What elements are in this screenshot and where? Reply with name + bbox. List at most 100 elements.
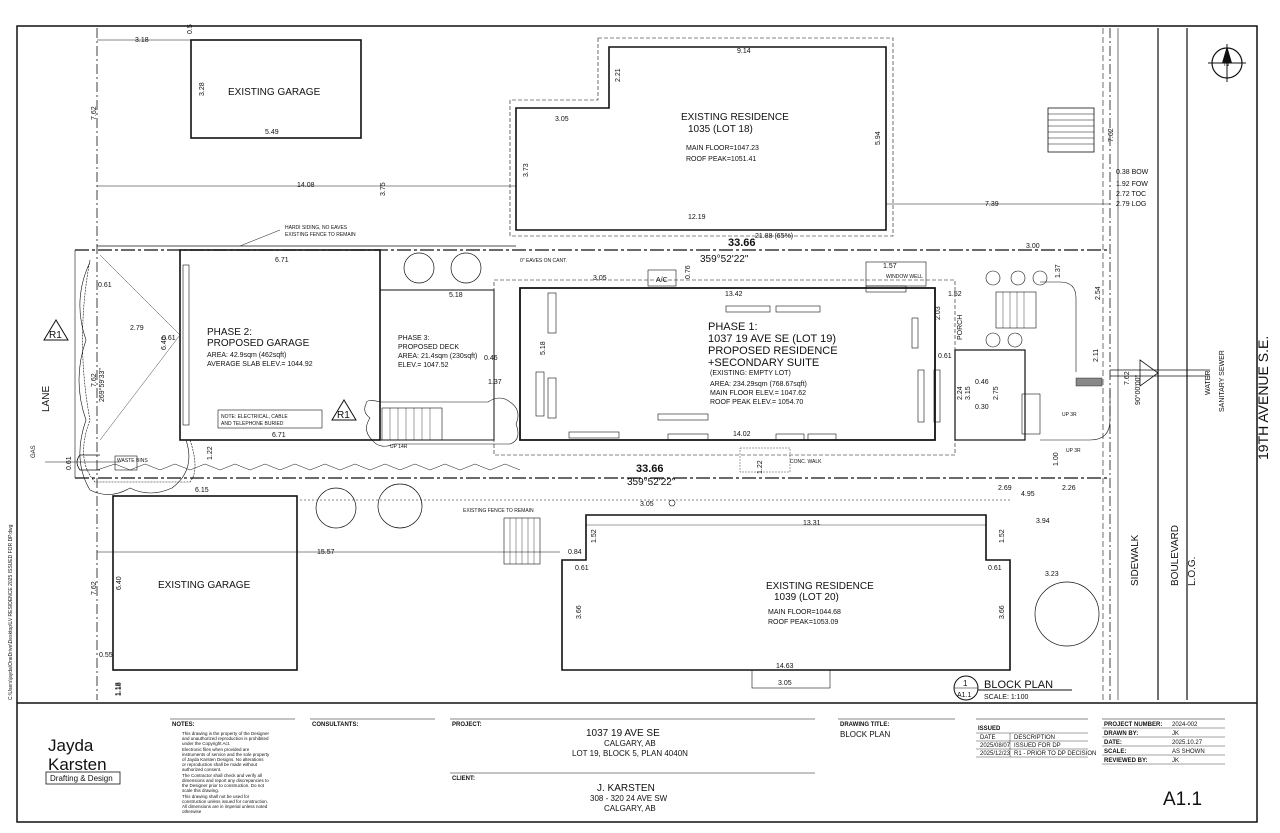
tree-icons-bottom bbox=[315, 483, 1100, 647]
phase2-line2: PROPOSED GARAGE bbox=[207, 338, 310, 349]
dim-0-61-b: 0.61 bbox=[162, 335, 176, 342]
revision-r1-a: R1 bbox=[49, 330, 62, 341]
log-label: L.O.G. bbox=[1187, 557, 1198, 586]
sidewalk-label: SIDEWALK bbox=[1130, 534, 1141, 586]
meta-label: REVIEWED BY: bbox=[1104, 758, 1148, 764]
tree-icons-top bbox=[403, 252, 482, 284]
client-heading: CLIENT: bbox=[452, 776, 475, 782]
dim-1-37-b: 1.37 bbox=[488, 379, 502, 386]
bearing-left: 269°59'33" bbox=[98, 368, 106, 402]
revision-r1-b: R1 bbox=[337, 410, 350, 421]
north-arrow-icon: N bbox=[1208, 44, 1246, 82]
dim-0-46: 0.46 bbox=[975, 379, 989, 386]
dim-1-37: 1.37 bbox=[1055, 264, 1062, 278]
dim-0-61-d: 0.61 bbox=[938, 353, 952, 360]
note-line: The Contractor shall check and verify al… bbox=[182, 773, 262, 778]
dim-3-28: 3.28 bbox=[199, 82, 206, 96]
dim-3-05-a: 3.05 bbox=[555, 116, 569, 123]
dim-2-26: 2.26 bbox=[1062, 485, 1076, 492]
note-line: Electronic files when provided are bbox=[182, 747, 250, 752]
dim-4-95: 4.95 bbox=[1021, 491, 1035, 498]
lot18-fence-note: EXISTING FENCE TO REMAIN bbox=[285, 232, 356, 238]
note-line: under the Copyright Act. bbox=[182, 741, 230, 746]
phase1-line2: 1037 19 AVE SE (LOT 19) bbox=[708, 333, 836, 345]
meta-label: PROJECT NUMBER: bbox=[1104, 722, 1162, 728]
lot20-res-name: EXISTING RESIDENCE bbox=[766, 581, 874, 592]
dim-7-39: 7.39 bbox=[985, 201, 999, 208]
lot-19: PHASE 2: PROPOSED GARAGE AREA: 42.9sqm (… bbox=[66, 243, 1111, 498]
note-line: All dimensions are in imperial unless no… bbox=[182, 804, 268, 809]
dim-3-73: 3.73 bbox=[523, 163, 530, 177]
dim-6-40-b: 6.40 bbox=[116, 576, 123, 590]
dim-toc: 2.72 TOC bbox=[1116, 191, 1146, 198]
note-line: dimensions and report any discrepancies … bbox=[182, 778, 269, 783]
lot20-fence-note: EXISTING FENCE TO REMAIN bbox=[463, 508, 534, 514]
dim-3-23: 3.23 bbox=[1045, 571, 1059, 578]
phase1-line3: PROPOSED RESIDENCE bbox=[708, 345, 838, 357]
issued-heading: ISSUED bbox=[978, 726, 1001, 732]
lot20-roof-peak: ROOF PEAK=1053.09 bbox=[768, 619, 838, 626]
lot18-hardi-note: HARDI SIDING, NO EAVES bbox=[285, 225, 348, 231]
consultants-heading: CONSULTANTS: bbox=[312, 722, 358, 728]
issued-col-desc: DESCRIPTION bbox=[1014, 735, 1055, 741]
lane-label: LANE bbox=[41, 386, 52, 412]
lot20-main-floor: MAIN FLOOR=1044.68 bbox=[768, 609, 841, 616]
drawing-title: BLOCK PLAN bbox=[840, 730, 890, 739]
meta-value: JK bbox=[1172, 731, 1179, 737]
note-line: instruments of service and the sole prop… bbox=[182, 752, 270, 757]
stair-up-3r-b: UP 3R bbox=[1066, 448, 1081, 454]
issued-row-date: 2025/12/23 bbox=[980, 751, 1011, 757]
lot18-res-name: EXISTING RESIDENCE bbox=[681, 112, 789, 123]
dim-3-05-b: 3.05 bbox=[593, 275, 607, 282]
dim-12-19: 12.19 bbox=[688, 214, 706, 221]
bearing-right: 90°00'00" bbox=[1134, 375, 1142, 405]
drawing-title-heading: DRAWING TITLE: bbox=[840, 722, 889, 728]
dim-5-49: 5.49 bbox=[265, 129, 279, 136]
dim-14-02: 14.02 bbox=[733, 431, 751, 438]
revision-callouts: R1 R1 bbox=[43, 261, 519, 495]
detail-sheet: A1.1 bbox=[957, 692, 972, 699]
dim-2-69: 2.69 bbox=[998, 485, 1012, 492]
lot-width-left: 7.62 bbox=[91, 373, 98, 387]
dim-14-08: 14.08 bbox=[297, 182, 315, 189]
phase1-area: AREA: 234.29sqm (768.67sqft) bbox=[710, 381, 807, 388]
dim-0-55: 0.55 bbox=[99, 652, 113, 659]
dim-3-00: 3.00 bbox=[1026, 243, 1040, 250]
dim-2-03: 2.03 bbox=[935, 306, 942, 320]
dim-0-5: 0.5 bbox=[187, 24, 194, 34]
lot20-residence bbox=[561, 514, 1011, 671]
dim-15-57: 15.57 bbox=[317, 549, 335, 556]
issued-row-desc: ISSUED FOR DP bbox=[1014, 743, 1061, 749]
note-line: authorized consent. bbox=[182, 767, 221, 772]
project-legal: LOT 19, BLOCK 5, PLAN 4040N bbox=[572, 749, 688, 758]
meta-value: AS SHOWN bbox=[1172, 749, 1205, 755]
dim-2-75: 2.75 bbox=[993, 386, 1000, 400]
dim-0-46-b: 0.46 bbox=[484, 355, 498, 362]
lot18-res-lot: 1035 (LOT 18) bbox=[688, 124, 753, 135]
ac-unit: A/C bbox=[656, 277, 668, 284]
dim-7-62-c: 7.62 bbox=[91, 581, 98, 595]
note-line: or reproduction shall be made without bbox=[182, 762, 258, 767]
dim-0-61-e: 0.61 bbox=[575, 565, 589, 572]
detail-number: 1 bbox=[963, 679, 968, 688]
dim-2-54: 2.54 bbox=[1095, 286, 1102, 300]
phase1-roof-peak: ROOF PEAK ELEV.= 1054.70 bbox=[710, 399, 803, 406]
lot20-garage bbox=[112, 495, 298, 671]
dim-0-84: 0.84 bbox=[568, 549, 582, 556]
dim-3-05-d: 3.05 bbox=[778, 680, 792, 687]
sanitary-label: SANITARY SEWER bbox=[1219, 350, 1226, 412]
dim-5-18-b: 5.18 bbox=[540, 341, 547, 355]
dim-2-11: 2.11 bbox=[1093, 349, 1100, 362]
bearing-top: 359°52'22" bbox=[700, 254, 749, 265]
phase2-slab: AVERAGE SLAB ELEV.= 1044.92 bbox=[207, 361, 313, 368]
phase1-residence bbox=[519, 287, 936, 441]
note-line: the Designer prior to construction. Do n… bbox=[182, 783, 265, 788]
dim-1-22-b: 1.22 bbox=[757, 460, 764, 474]
dim-6-71-b: 6.71 bbox=[272, 432, 286, 439]
dim-1-52-b: 1.52 bbox=[591, 529, 598, 543]
stair-up-3r-a: UP 3R bbox=[1062, 412, 1077, 418]
note-line: This drawing shall not be used for bbox=[182, 794, 250, 799]
phase1-main-floor: MAIN FLOOR ELEV.= 1047.62 bbox=[710, 390, 806, 397]
lot18-garage bbox=[190, 39, 362, 139]
